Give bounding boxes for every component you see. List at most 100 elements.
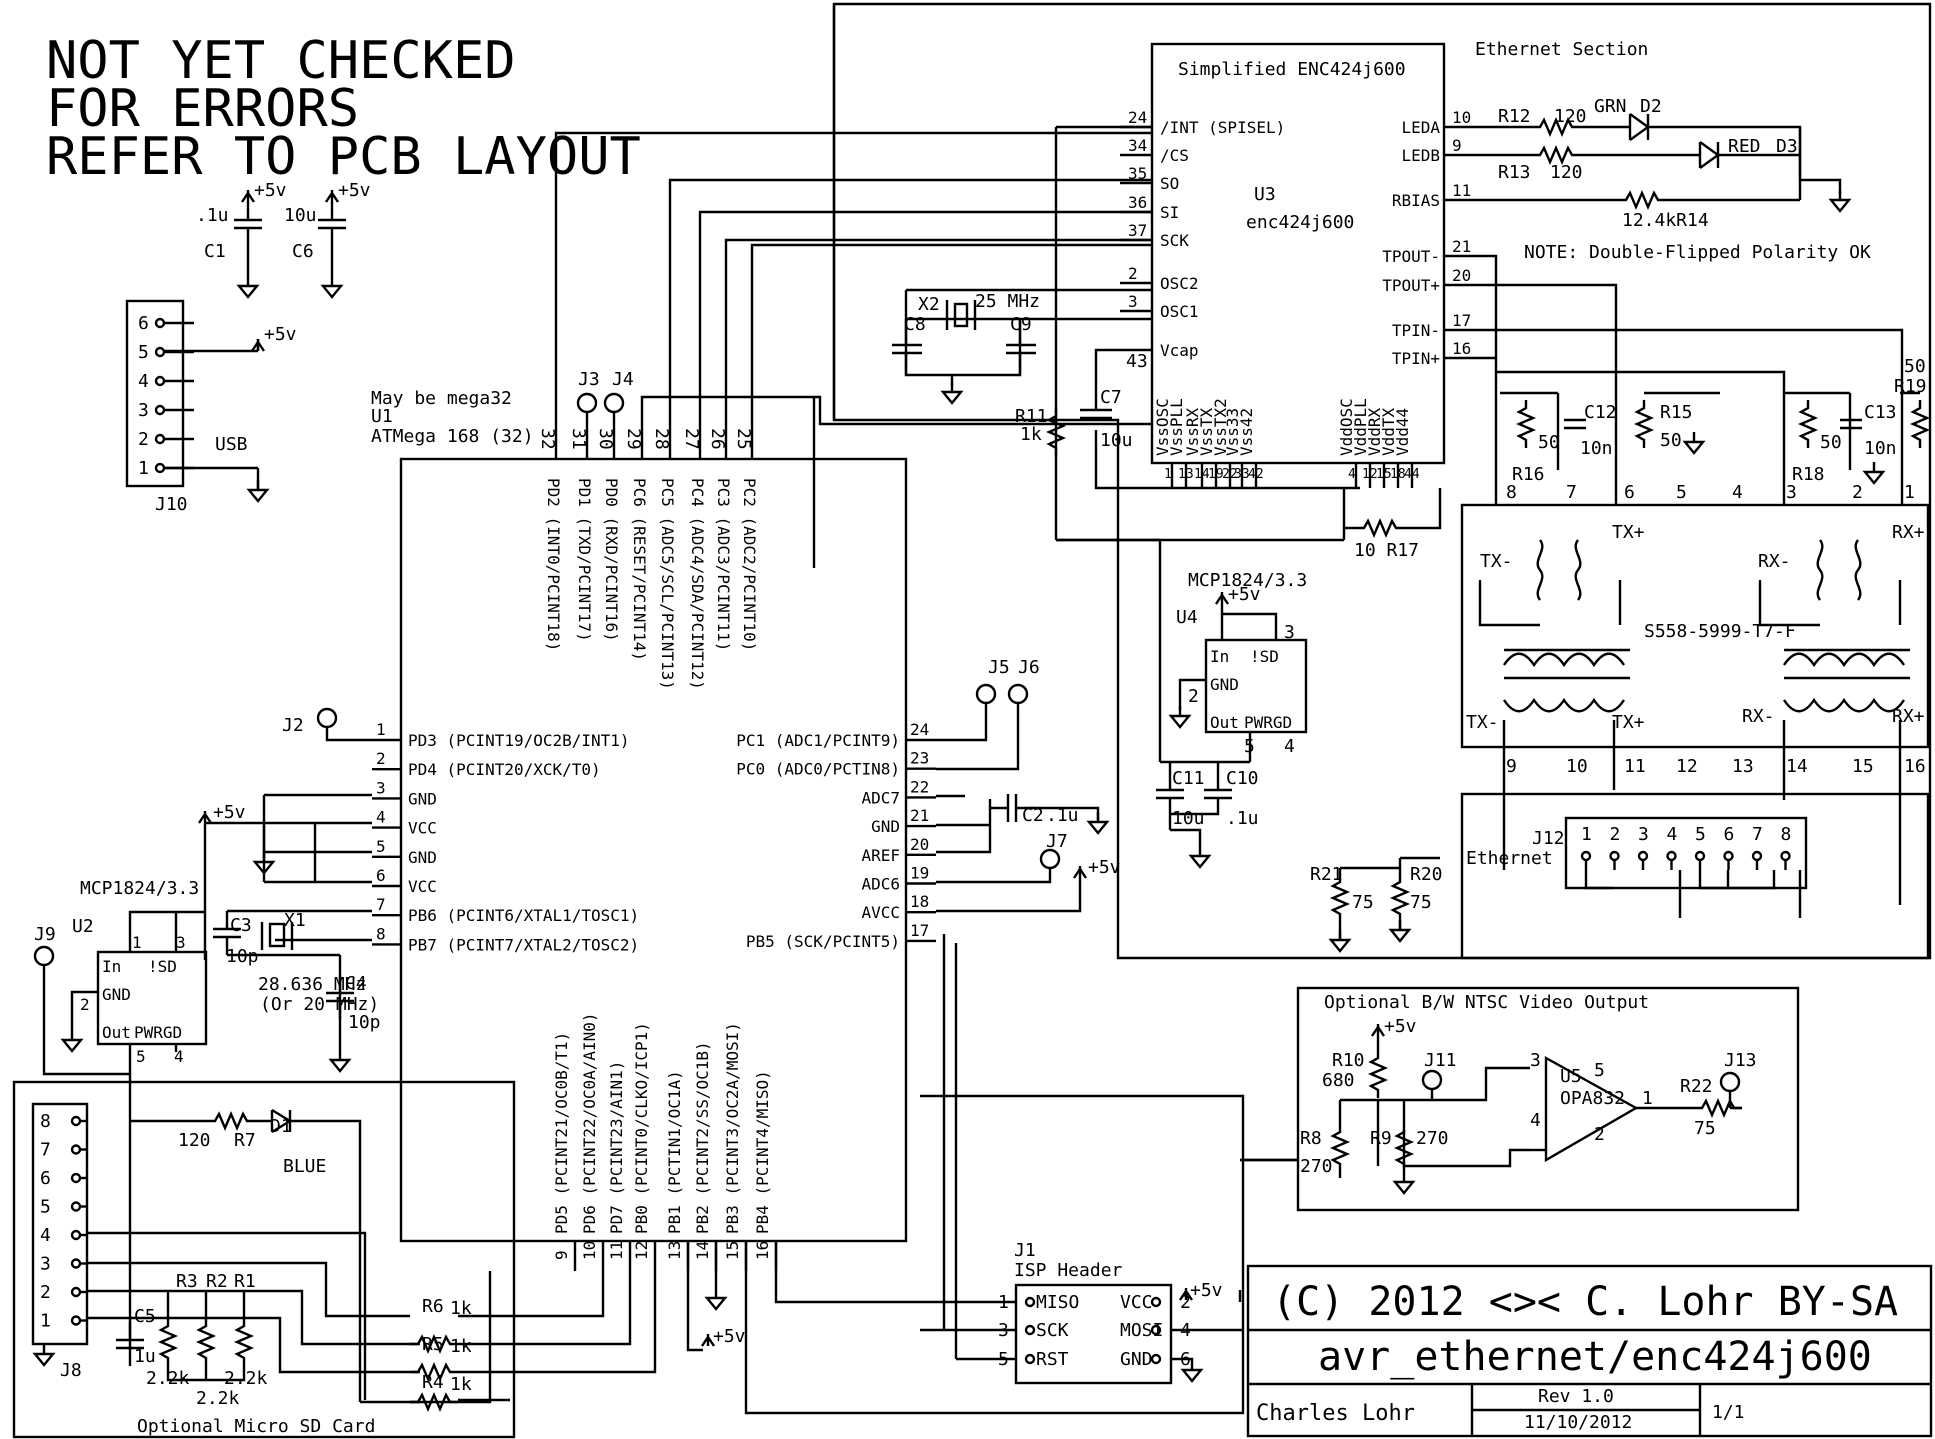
svg-text:PWRGD: PWRGD — [1244, 713, 1292, 732]
svg-text:+5v: +5v — [213, 802, 246, 823]
svg-text:R19: R19 — [1894, 376, 1927, 397]
enc-bottom-pin-number: 14 — [1194, 467, 1210, 482]
mcu-bottom-pin-label: PD7 (PCINT23/AIN1) — [607, 1061, 626, 1234]
mcu-bottom-pin-label: PB1 (PCTIN1/OC1A) — [665, 1070, 684, 1234]
svg-text:25 MHz: 25 MHz — [975, 291, 1040, 312]
svg-text:+5v: +5v — [713, 1326, 746, 1347]
enc-bottom-pin-label: VddOSC — [1337, 398, 1356, 456]
svg-text:ISP Header: ISP Header — [1014, 1260, 1123, 1281]
enc-bottom-pin-label: Vdd44 — [1393, 408, 1412, 456]
svg-text:R5: R5 — [422, 1334, 444, 1355]
svg-text:S558-5999-T7-F: S558-5999-T7-F — [1644, 621, 1796, 642]
enc-right-pin-label: TPIN+ — [1392, 349, 1440, 368]
magjack-pin-number: 10 — [1566, 756, 1588, 777]
svg-text:C8: C8 — [904, 314, 926, 335]
enc-left-pin-label: Vcap — [1160, 341, 1199, 360]
svg-text:C10: C10 — [1226, 768, 1259, 789]
svg-text:enc424j600: enc424j600 — [1246, 212, 1354, 233]
mcu-left-pin-number: 8 — [376, 924, 386, 943]
svg-text:C13: C13 — [1864, 402, 1897, 423]
enc-right-pin-label: TPOUT- — [1382, 247, 1440, 266]
test-points: J3 J4 J2 J5 J6 J7 — [282, 369, 1068, 884]
svg-text:GRN: GRN — [1594, 96, 1627, 117]
svg-text:C6: C6 — [292, 241, 314, 262]
svg-text:J5: J5 — [988, 657, 1010, 678]
svg-text:1k: 1k — [450, 1374, 472, 1395]
enc-right-pin-label: TPIN- — [1392, 321, 1440, 340]
magjack-pin-number: 8 — [1506, 482, 1517, 503]
enc-bottom-pin-label: Vss33 — [1223, 408, 1242, 456]
svg-text:R9: R9 — [1370, 1128, 1392, 1149]
mcu-right-pin-number: 17 — [910, 921, 929, 940]
isp-pin-number: 2 — [1180, 1292, 1191, 1313]
mcu-top-pin-label: PD1 (TXD/PCINT17) — [575, 478, 594, 642]
j12-pin — [1694, 850, 1706, 862]
svg-text:C3: C3 — [230, 915, 252, 936]
enc-bottom-pin-number: 18 — [1390, 467, 1406, 482]
j12-pin-number: 2 — [1610, 824, 1621, 845]
isp-pin — [1150, 1353, 1162, 1365]
j12-pin — [1723, 850, 1734, 862]
mcu-top-pin-label: PC4 (ADC4/SDA/PCINT12) — [688, 478, 707, 690]
svg-text:120: 120 — [178, 1130, 211, 1151]
usb-pin — [154, 346, 166, 358]
ethernet-section-label: Ethernet Section — [1475, 39, 1648, 60]
svg-text:R6: R6 — [422, 1296, 444, 1317]
magjack-pin-number: 15 — [1852, 756, 1874, 777]
svg-text:10n: 10n — [1864, 438, 1897, 459]
sd-pin-number: 7 — [40, 1140, 51, 1161]
svg-text:RED: RED — [1728, 136, 1761, 157]
svg-text:3: 3 — [176, 933, 186, 952]
mcu-right-pin-label: GND — [871, 817, 900, 836]
sd-pin-number: 2 — [40, 1282, 51, 1303]
svg-text:10p: 10p — [226, 946, 259, 967]
svg-text:GND: GND — [1210, 675, 1239, 694]
svg-text:X2: X2 — [918, 294, 940, 315]
sd-pin-number: 1 — [40, 1311, 51, 1332]
mcu-left-pin-label: GND — [408, 789, 437, 808]
c1-cap: +5v .1u C1 — [196, 180, 287, 299]
svg-text:U4: U4 — [1176, 607, 1198, 628]
sd-pin — [70, 1144, 82, 1155]
svg-text:+5v: +5v — [254, 180, 287, 201]
enc-bottom-pin-number: 1 — [1164, 467, 1172, 482]
svg-text:R16: R16 — [1512, 464, 1545, 485]
sd-pin — [70, 1229, 82, 1241]
regulator-u4: MCP1824/3.3 U4 In !SD GND Out PWRGD +5v … — [1156, 540, 1307, 869]
mcu-right-pin-number: 18 — [910, 892, 929, 911]
mcu-top-pin-label: PD2 (INT0/PCINT18) — [544, 478, 563, 651]
j12-pin-number: 1 — [1581, 824, 1592, 845]
magjack-pin-number: 6 — [1624, 482, 1635, 503]
vcap-c7: C7 10u 43 — [1080, 348, 1360, 490]
svg-text:R3: R3 — [176, 1271, 198, 1292]
enc-left-pin-label: OSC1 — [1160, 302, 1199, 321]
svg-text:120: 120 — [1550, 162, 1583, 183]
svg-text:+5v: +5v — [1384, 1016, 1417, 1037]
enc-right-pin-number: 20 — [1452, 266, 1471, 285]
enc-left-pin-number: 3 — [1128, 292, 1138, 311]
enc-left-pin-number: 36 — [1128, 193, 1147, 212]
j12-pin-number: 5 — [1695, 824, 1706, 845]
enc-bottom-pin-label: Vss42 — [1237, 408, 1256, 456]
mcu-top-pin-number: 25 — [733, 428, 754, 450]
svg-text:R2: R2 — [206, 1271, 228, 1292]
svg-text:U5: U5 — [1560, 1066, 1582, 1087]
usb-pin — [154, 433, 166, 445]
isp-pin-label: MOSI — [1120, 1320, 1163, 1341]
spi-wires — [554, 125, 1160, 568]
mcu-right-pin-number: 19 — [910, 864, 929, 883]
svg-text:TX+: TX+ — [1612, 712, 1645, 733]
r17-resistor: 10 R17 — [1056, 488, 1442, 561]
j12-pin-number: 3 — [1638, 824, 1649, 845]
mcu-left-pin-label: GND — [408, 848, 437, 867]
enc-bottom-pin-number: 4 — [1348, 467, 1356, 482]
mcu-bottom-pin-number: 11 — [607, 1241, 626, 1260]
svg-text:MCP1824/3.3: MCP1824/3.3 — [1188, 570, 1307, 591]
author: Charles Lohr — [1256, 1401, 1415, 1426]
svg-text:TX+: TX+ — [1612, 522, 1645, 543]
usb-pin-number: 6 — [138, 313, 149, 334]
